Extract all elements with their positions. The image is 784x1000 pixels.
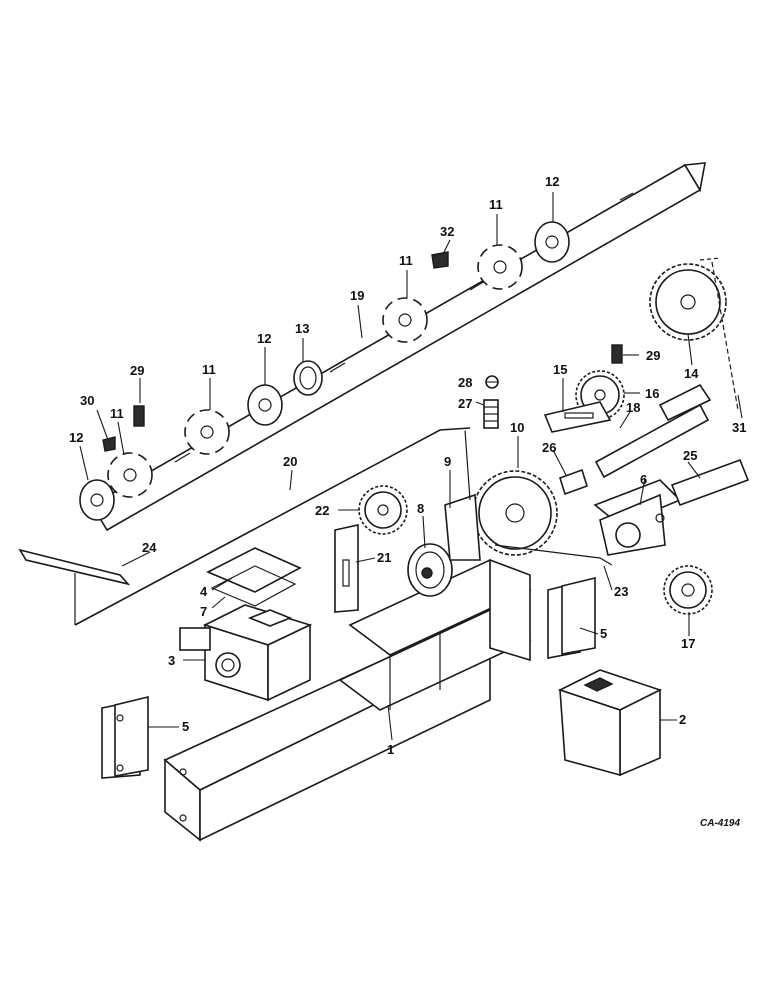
- callout-5: 5: [600, 626, 607, 641]
- bearing-flange-right: [534, 221, 570, 263]
- callout-14: 14: [684, 366, 699, 381]
- callout-2: 2: [679, 712, 686, 727]
- rod-23: [494, 544, 613, 566]
- callout-22: 22: [315, 503, 329, 518]
- leader-lines: [79, 192, 743, 741]
- callout-23: 23: [614, 584, 628, 599]
- mounting-plate-right: [547, 576, 596, 659]
- sprocket-small-17: [663, 565, 713, 615]
- star-feeder-1: [107, 452, 153, 498]
- callout-9: 9: [444, 454, 451, 469]
- mounting-plate-left: [101, 695, 149, 779]
- bearing-flange-left: [79, 479, 115, 521]
- callout-12: 12: [257, 331, 271, 346]
- spacer: [293, 360, 323, 396]
- callout-21: 21: [377, 550, 391, 565]
- callout-11: 11: [110, 406, 124, 421]
- callout-20: 20: [283, 454, 297, 469]
- callout-27: 27: [458, 396, 472, 411]
- sprocket-small-22: [358, 485, 408, 535]
- bearing-flange-mid: [247, 384, 283, 426]
- callout-4: 4: [200, 584, 208, 599]
- callout-30: 30: [80, 393, 94, 408]
- bushing-25: [670, 458, 750, 507]
- callout-8: 8: [417, 501, 424, 516]
- slotted-plate: [334, 524, 359, 613]
- bushing-26: [559, 468, 588, 496]
- callout-12: 12: [69, 430, 83, 445]
- star-feeder-4: [477, 244, 523, 290]
- control-rod: [74, 427, 471, 626]
- callout-labels: 12 11 32 11 19 13 12 11 29 30 11 12 14 2…: [69, 174, 746, 829]
- callout-28: 28: [458, 375, 472, 390]
- sprocket-upper-right: [649, 263, 727, 341]
- callout-29: 29: [130, 363, 144, 378]
- callout-11: 11: [202, 362, 216, 377]
- key: [431, 251, 449, 269]
- star-feeder-2: [184, 409, 230, 455]
- callout-3: 3: [168, 653, 175, 668]
- drive-chain: [699, 257, 739, 411]
- key-30: [102, 436, 116, 452]
- callout-6: 6: [640, 472, 647, 487]
- cover-plate: [206, 547, 302, 607]
- idler-bracket: [444, 429, 481, 561]
- bearing-bracket: [593, 479, 682, 556]
- pulley: [407, 543, 453, 597]
- diagram-reference: CA-4194: [700, 818, 740, 829]
- callout-31: 31: [732, 420, 746, 435]
- idler-arm: [543, 401, 612, 433]
- callout-26: 26: [542, 440, 556, 455]
- callout-32: 32: [440, 224, 454, 239]
- callout-16: 16: [645, 386, 659, 401]
- shield: [557, 669, 663, 777]
- callout-12: 12: [545, 174, 559, 189]
- sprocket-large: [472, 470, 558, 556]
- star-feeder-3: [382, 297, 428, 343]
- callout-10: 10: [510, 420, 524, 435]
- callout-5: 5: [182, 719, 189, 734]
- callout-1: 1: [387, 742, 394, 757]
- callout-7: 7: [200, 604, 207, 619]
- callout-13: 13: [295, 321, 309, 336]
- handle-bar: [18, 548, 131, 586]
- callout-19: 19: [350, 288, 364, 303]
- callout-25: 25: [683, 448, 697, 463]
- callout-15: 15: [553, 362, 567, 377]
- callout-11: 11: [489, 197, 503, 212]
- callout-17: 17: [681, 636, 695, 651]
- idler-shaft: [594, 383, 712, 479]
- grease-fitting-right: [611, 344, 623, 364]
- callout-18: 18: [626, 400, 640, 415]
- spring: [483, 399, 499, 429]
- callout-24: 24: [142, 540, 157, 555]
- grease-fitting-left: [133, 405, 145, 427]
- main-frame: [163, 558, 532, 842]
- gearbox: [179, 604, 313, 702]
- callout-11: 11: [399, 253, 413, 268]
- callout-29: 29: [646, 348, 660, 363]
